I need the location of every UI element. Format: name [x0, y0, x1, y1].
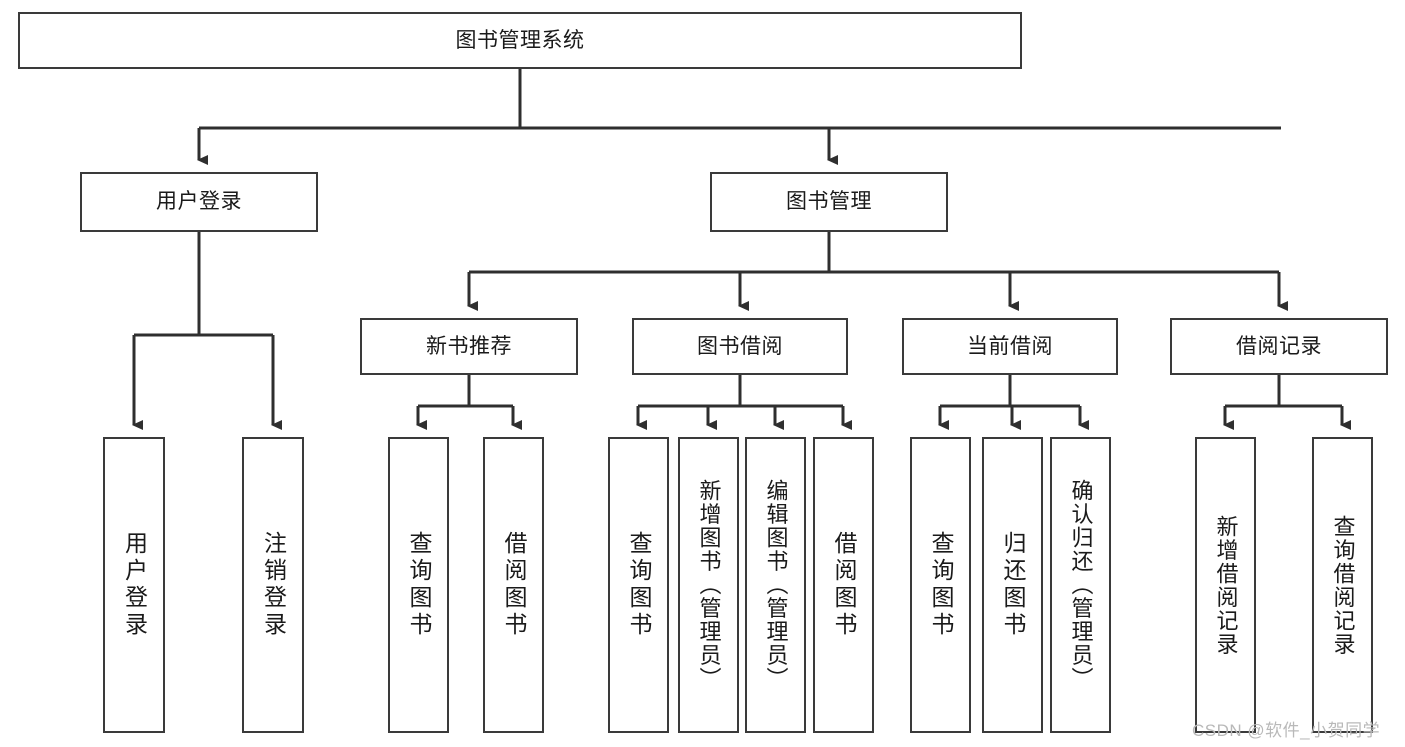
- leaf-user-login[interactable]: 用户登录: [103, 437, 165, 733]
- node-new-book-recommend[interactable]: 新书推荐: [360, 318, 578, 375]
- node-label: 新书推荐: [426, 334, 512, 358]
- node-label: 图书管理: [786, 190, 872, 214]
- leaf-confirm-return-admin[interactable]: 确认归还（管理员）: [1050, 437, 1111, 733]
- node-label: 借阅图书: [831, 531, 857, 639]
- node-root-book-management-system[interactable]: 图书管理系统: [18, 12, 1022, 69]
- leaf-logout[interactable]: 注销登录: [242, 437, 304, 733]
- leaf-add-book-admin[interactable]: 新增图书（管理员）: [678, 437, 739, 733]
- node-label: 查询图书: [626, 531, 652, 639]
- node-label: 借阅图书: [501, 531, 527, 639]
- leaf-query-book-borrow[interactable]: 查询图书: [608, 437, 669, 733]
- node-label: 确认归还（管理员）: [1068, 479, 1094, 691]
- node-label: 借阅记录: [1236, 334, 1322, 358]
- node-book-borrow[interactable]: 图书借阅: [632, 318, 848, 375]
- leaf-borrow-book-recommend[interactable]: 借阅图书: [483, 437, 544, 733]
- leaf-query-book-recommend[interactable]: 查询图书: [388, 437, 449, 733]
- node-label: 查询借阅记录: [1330, 514, 1356, 656]
- node-label: 用户登录: [121, 531, 148, 639]
- leaf-return-book[interactable]: 归还图书: [982, 437, 1043, 733]
- node-borrow-records[interactable]: 借阅记录: [1170, 318, 1388, 375]
- node-label: 编辑图书（管理员）: [763, 479, 789, 691]
- node-label: 用户登录: [156, 190, 242, 214]
- csdn-watermark: CSDN @软件_小贺同学: [1192, 721, 1381, 740]
- leaf-edit-book-admin[interactable]: 编辑图书（管理员）: [745, 437, 806, 733]
- node-user-login[interactable]: 用户登录: [80, 172, 318, 232]
- node-label: 图书借阅: [697, 334, 783, 358]
- node-label: 新增图书（管理员）: [696, 479, 722, 691]
- leaf-borrow-book[interactable]: 借阅图书: [813, 437, 874, 733]
- node-label: 图书管理系统: [455, 28, 585, 52]
- node-label: 注销登录: [260, 531, 287, 639]
- leaf-query-borrow-record[interactable]: 查询借阅记录: [1312, 437, 1373, 733]
- node-label: 查询图书: [406, 531, 432, 639]
- leaf-query-book-current[interactable]: 查询图书: [910, 437, 971, 733]
- node-current-borrow[interactable]: 当前借阅: [902, 318, 1118, 375]
- leaf-add-borrow-record[interactable]: 新增借阅记录: [1195, 437, 1256, 733]
- node-label: 当前借阅: [967, 334, 1053, 358]
- node-book-management[interactable]: 图书管理: [710, 172, 948, 232]
- node-label: 查询图书: [928, 531, 954, 639]
- node-label: 归还图书: [1000, 531, 1026, 639]
- node-label: 新增借阅记录: [1213, 514, 1239, 656]
